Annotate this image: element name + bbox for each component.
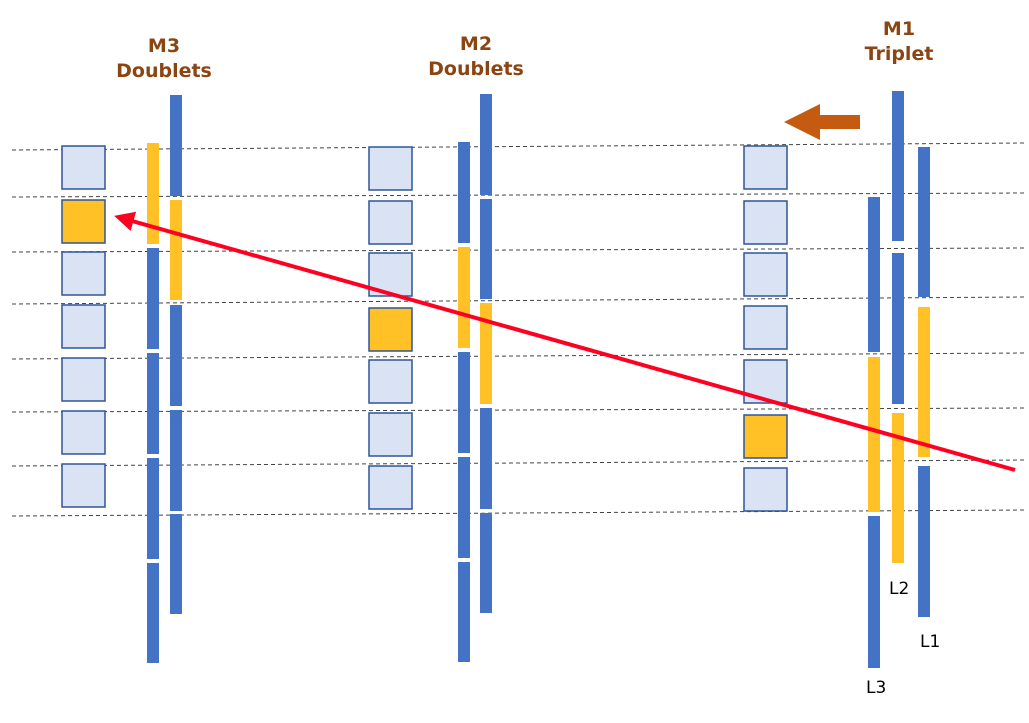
strip <box>480 199 492 299</box>
strip <box>170 95 182 196</box>
strip-hit <box>458 247 470 348</box>
strip <box>918 466 930 617</box>
layer-label-l1: L1 <box>920 632 940 652</box>
pad <box>61 304 106 349</box>
layer-labels: L2 L1 L3 <box>866 579 940 698</box>
strip-hit <box>480 303 492 404</box>
strip <box>480 408 492 509</box>
strip <box>868 516 880 668</box>
strip <box>170 410 182 511</box>
strip-hit <box>918 307 930 457</box>
strip-hit <box>868 357 880 512</box>
pad-hit <box>61 199 106 244</box>
direction-arrow-icon <box>784 104 860 140</box>
m3-title-line1: M3 <box>148 35 180 57</box>
track-line <box>114 211 1016 472</box>
strip <box>458 562 470 662</box>
strip <box>918 147 930 297</box>
m1-triplet-layer-l1 <box>918 147 930 617</box>
pad-hit <box>743 414 788 459</box>
pad <box>61 410 106 455</box>
m2-pad-column <box>368 146 413 510</box>
strip <box>458 142 470 243</box>
reference-line <box>11 142 1025 151</box>
pad <box>61 357 106 402</box>
m1-triplet-layer-l3 <box>868 197 880 668</box>
m1-pad-column <box>743 145 788 512</box>
station-titles: M3 Doublets M2 Doublets M1 Triplet <box>116 18 933 82</box>
strip <box>170 514 182 614</box>
strip <box>480 94 492 195</box>
pad-hit <box>368 307 413 352</box>
m1-triplet-layer-l2 <box>892 91 904 563</box>
m3-title-line2: Doublets <box>116 60 212 82</box>
pad <box>743 305 788 350</box>
pad <box>368 412 413 457</box>
strip-hit <box>147 143 159 244</box>
pad <box>743 145 788 190</box>
m2-title-line1: M2 <box>460 33 492 55</box>
pad <box>61 145 106 190</box>
reference-line <box>11 296 1025 305</box>
pad <box>368 465 413 510</box>
strip <box>147 458 159 559</box>
strip <box>147 248 159 349</box>
strip <box>170 305 182 406</box>
strip <box>480 513 492 613</box>
pad <box>743 467 788 512</box>
pad <box>61 463 106 508</box>
strip <box>892 253 904 404</box>
pad <box>368 359 413 404</box>
pad <box>61 251 106 296</box>
pad <box>368 200 413 245</box>
strip <box>868 197 880 352</box>
m2-doublet-strips <box>458 94 492 662</box>
strip <box>458 457 470 558</box>
layer-label-l3: L3 <box>866 678 886 698</box>
m1-title-line2: Triplet <box>865 43 934 65</box>
m2-title-line2: Doublets <box>428 58 524 80</box>
reference-line <box>11 192 1025 198</box>
m3-pad-column <box>61 145 106 508</box>
strip-hit <box>170 200 182 300</box>
pad <box>368 146 413 191</box>
pad <box>743 252 788 297</box>
strip-hit <box>892 413 904 563</box>
m3-doublet-strips <box>147 95 182 663</box>
strip <box>147 353 159 454</box>
m1-title-line1: M1 <box>883 18 915 40</box>
strip <box>147 563 159 663</box>
strip <box>892 91 904 241</box>
layer-label-l2: L2 <box>889 579 909 599</box>
strip <box>458 352 470 453</box>
pad <box>743 200 788 245</box>
